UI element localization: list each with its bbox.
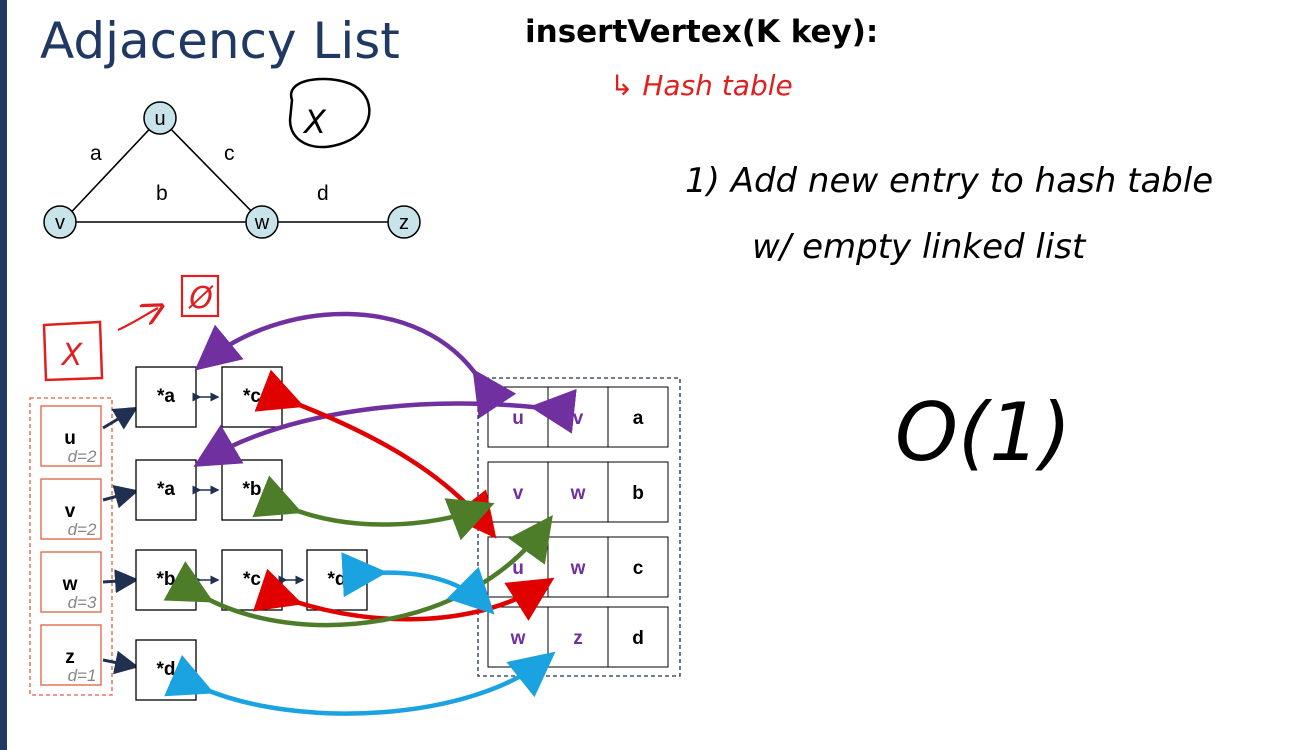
vertex-entry-name: w	[62, 574, 78, 595]
vertex-entry-z: z d=1	[40, 624, 102, 686]
vertex-entry-u: u d=2	[40, 405, 102, 467]
hash-table-note: ↳ Hash table	[610, 69, 793, 102]
circled-x-annotation: X	[288, 77, 371, 149]
edge-row-edge: a	[633, 408, 644, 429]
empty-set-annotation: Ø	[180, 274, 220, 318]
edge-row-edge: d	[632, 628, 644, 649]
graph-edges	[61, 117, 404, 223]
graph-vertex-label-v: v	[55, 212, 65, 234]
circled-x-text: X	[302, 103, 327, 141]
list-node-label: *d	[328, 569, 347, 590]
graph-vertex-z: z	[387, 205, 421, 239]
list-node-z-d: *d	[135, 639, 197, 701]
edge-row-to: w	[570, 483, 586, 504]
edge-row-d: w z d	[487, 606, 669, 668]
edge-row-a: u v a	[487, 386, 669, 448]
vertex-entry-v: v d=2	[40, 478, 102, 540]
graph-vertex-label-u: u	[154, 108, 165, 130]
graph-edge-a	[61, 117, 161, 223]
list-node-label: *b	[157, 569, 176, 590]
vertex-entry-name: u	[64, 428, 76, 449]
list-node-u-c: *c	[221, 366, 283, 428]
edge-row-to: z	[573, 628, 583, 649]
empty-set-text: Ø	[187, 281, 214, 316]
list-node-label: *c	[243, 569, 261, 590]
red-x-text: X	[60, 338, 84, 373]
edge-row-c: u w c	[487, 536, 669, 598]
graph-vertex-label-z: z	[399, 212, 409, 234]
vertex-w-list-arrow	[102, 569, 139, 594]
pointer-arrow-edge-d-w	[341, 552, 495, 615]
list-node-label: *a	[157, 479, 175, 500]
vertex-z-list-arrow	[102, 650, 139, 675]
vertex-entry-name: v	[65, 501, 76, 522]
step-note-line1: 1) Add new entry to hash table	[685, 161, 1213, 201]
vertex-entry-degree: d=2	[68, 447, 97, 466]
edge-row-to: w	[570, 558, 586, 579]
step-note-line2: w/ empty linked list	[752, 227, 1087, 267]
graph-vertex-label-w: w	[254, 212, 270, 234]
function-signature: insertVertex(K key):	[525, 14, 879, 50]
vertex-u-list-arrow	[102, 406, 139, 430]
vertex-entry-degree: d=3	[68, 593, 97, 612]
vertex-entry-degree: d=2	[68, 520, 97, 539]
list-node-label: *b	[243, 479, 262, 500]
graph-vertex-u: u	[143, 101, 177, 135]
vertex-table-frame	[29, 397, 113, 696]
list-node-u-a: *a	[135, 366, 197, 428]
list-node-w-d: *d	[306, 549, 368, 611]
edge-row-edge: b	[632, 483, 644, 504]
pointer-arrow-edge-c-u	[254, 369, 497, 539]
edge-row-from: v	[513, 483, 524, 504]
pointer-arrow-edge-d-z	[164, 651, 556, 716]
list-node-label: *c	[243, 386, 261, 407]
edge-row-edge: c	[633, 558, 644, 579]
list-node-w-b: *b	[135, 549, 197, 611]
graph-vertex-v: v	[43, 205, 77, 239]
graph-vertex-w: w	[245, 205, 279, 239]
complexity-note: O(1)	[895, 386, 1071, 479]
graph-edge-label-b: b	[156, 182, 168, 205]
graph-edge-label-a: a	[90, 142, 102, 165]
vertex-entry-name: z	[65, 647, 75, 668]
graph-edge-label-c: c	[224, 142, 235, 165]
pointer-arrow-edge-b-v	[252, 475, 495, 541]
edge-row-b: v w b	[487, 461, 669, 523]
list-node-v-a: *a	[135, 459, 197, 521]
slide-left-bar	[0, 0, 7, 750]
pointer-arrow-edge-a-u	[194, 311, 517, 419]
list-node-v-b: *b	[221, 459, 283, 521]
edge-row-from: u	[512, 408, 524, 429]
vertex-v-list-arrow	[102, 485, 139, 509]
red-x-box-annotation: X	[42, 320, 104, 382]
list-node-label: *a	[157, 386, 175, 407]
edge-row-from: w	[510, 628, 526, 649]
graph-edge-label-d: d	[317, 182, 329, 205]
pointer-arrow-edge-b-w	[163, 515, 553, 628]
slide-title: Adjacency List	[40, 12, 400, 70]
red-arrow-annotation	[117, 308, 158, 331]
list-node-w-c: *c	[221, 549, 283, 611]
list-node-label: *d	[157, 659, 176, 680]
edge-row-to: v	[573, 408, 584, 429]
graph-edge-c	[159, 117, 263, 223]
vertex-entry-degree: d=1	[68, 666, 97, 685]
vertex-entry-w: w d=3	[40, 551, 102, 613]
